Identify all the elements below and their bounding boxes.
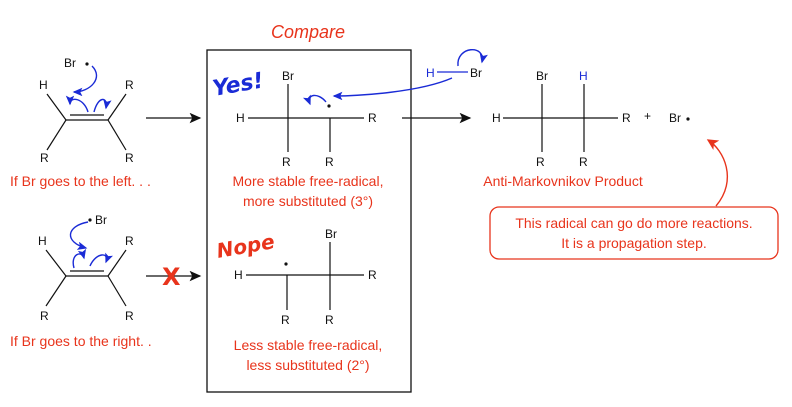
- atom-br-radical: Br: [64, 56, 76, 70]
- left-caption: If Br goes to the left. . .: [10, 173, 151, 189]
- callout-arrow: [706, 139, 728, 207]
- atom-br: Br: [282, 69, 294, 83]
- radical-dot: [686, 117, 690, 121]
- atom-r: R: [282, 155, 291, 169]
- note-line-2: It is a propagation step.: [561, 235, 707, 251]
- atom-r: R: [40, 309, 49, 323]
- plus-sign: +: [644, 109, 651, 123]
- stable-line-1: More stable free-radical,: [233, 173, 384, 189]
- radical-2-structure: H Br R R R: [234, 227, 377, 327]
- bond: [46, 119, 67, 151]
- atom-br: Br: [470, 66, 482, 80]
- atom-r: R: [281, 313, 290, 327]
- stable-line-2: more substituted (3°): [243, 193, 373, 209]
- radical-dot: [88, 218, 92, 222]
- atom-r: R: [325, 313, 334, 327]
- atom-h: H: [234, 268, 243, 282]
- bond: [107, 93, 127, 121]
- note-box: [489, 206, 779, 260]
- radical-3-structure: H Br R R R: [236, 69, 377, 169]
- atom-r: R: [325, 155, 334, 169]
- compare-title: Compare: [271, 22, 345, 42]
- nope-label: Nope: [215, 229, 277, 263]
- atom-br: Br: [325, 227, 337, 241]
- blocked-x-mark: X: [162, 263, 181, 291]
- electron-arrow: [302, 94, 327, 106]
- electron-arrow: [93, 98, 112, 113]
- atom-h: H: [39, 78, 48, 92]
- alkene-top: Br H R R R: [39, 56, 134, 165]
- atom-h: H: [579, 69, 588, 83]
- electron-arrow: [72, 65, 98, 97]
- electron-arrow: [69, 221, 89, 250]
- atom-h: H: [492, 111, 501, 125]
- atom-h: H: [236, 111, 245, 125]
- atom-br-radical: Br: [669, 111, 681, 125]
- note-line-1: This radical can go do more reactions.: [515, 215, 752, 231]
- electron-arrow: [65, 95, 89, 113]
- radical-dot: [85, 62, 89, 66]
- atom-r: R: [125, 78, 134, 92]
- right-caption: If Br goes to the right. .: [10, 333, 152, 349]
- atom-br: Br: [536, 69, 548, 83]
- atom-r: R: [125, 234, 134, 248]
- radical-dot: [327, 104, 331, 108]
- bond: [45, 249, 67, 277]
- bond: [45, 275, 67, 307]
- atom-r: R: [125, 309, 134, 323]
- bond: [107, 275, 127, 307]
- atom-h: H: [426, 66, 435, 80]
- hbr-reagent: H Br: [332, 48, 488, 101]
- atom-r: R: [40, 151, 49, 165]
- product-structure: H Br H R R R: [492, 69, 631, 169]
- product-label: Anti-Markovnikov Product: [483, 173, 643, 189]
- compare-box: [206, 49, 412, 393]
- electron-arrow: [457, 48, 488, 67]
- bond: [107, 119, 127, 151]
- atom-r: R: [622, 111, 631, 125]
- atom-h: H: [38, 234, 47, 248]
- atom-br-radical: Br: [95, 213, 107, 227]
- yes-label: Yes!: [211, 68, 266, 102]
- bond: [46, 93, 67, 121]
- atom-r: R: [368, 268, 377, 282]
- electron-arrow: [89, 252, 114, 267]
- radical-dot: [284, 262, 288, 266]
- electron-arrow: [332, 77, 453, 101]
- less-line-1: Less stable free-radical,: [234, 337, 383, 353]
- less-line-2: less substituted (2°): [246, 357, 369, 373]
- atom-r: R: [368, 111, 377, 125]
- alkene-bottom: Br H R R R: [38, 213, 134, 323]
- atom-r: R: [579, 155, 588, 169]
- bond: [107, 249, 127, 277]
- atom-r: R: [125, 151, 134, 165]
- atom-r: R: [536, 155, 545, 169]
- electron-arrow: [72, 248, 87, 269]
